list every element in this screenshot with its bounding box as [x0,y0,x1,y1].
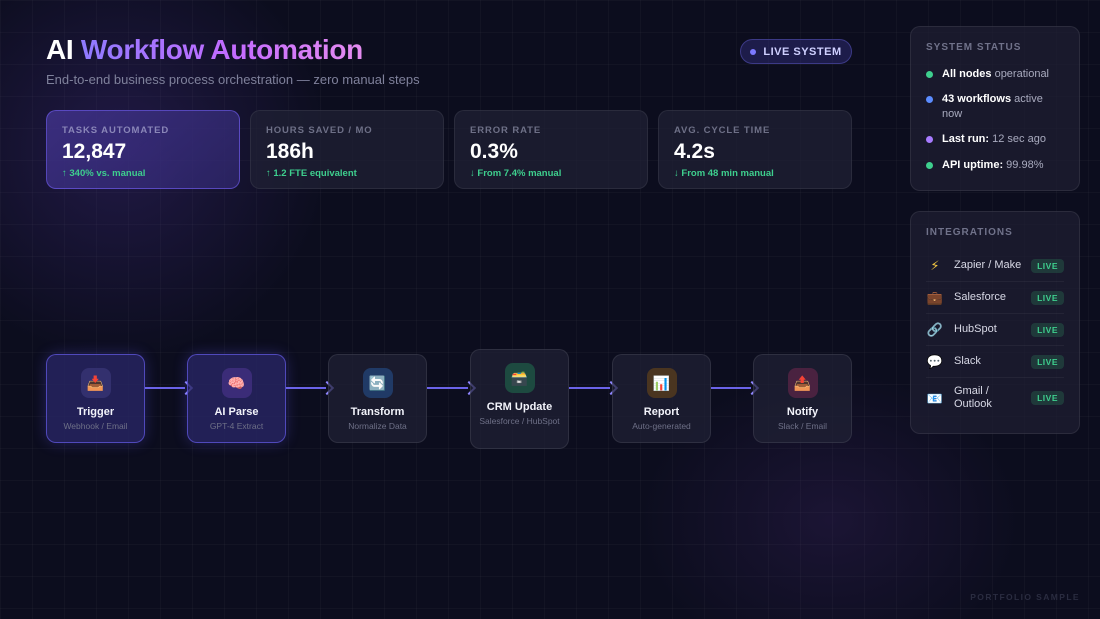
stat-value: 0.3% [470,140,518,163]
stat-value: 12,847 [62,140,127,163]
status-text: 99.98% [1003,159,1044,171]
workflow-arrow [286,380,335,396]
integration-item-zapier[interactable]: ⚡ Zapier / Make LIVE [926,250,1064,282]
stat-label: HOURS SAVED / MO [266,125,373,136]
workflow-arrow [427,380,477,396]
refresh-icon: 🔄 [362,368,393,398]
stat-delta: ↓ From 48 min manual [674,168,774,179]
integrations-panel: INTEGRATIONS ⚡ Zapier / Make LIVE 💼 Sale… [910,211,1080,434]
stat-delta: ↓ From 7.4% manual [470,168,562,179]
lightning-icon: ⚡ [930,258,940,273]
live-badge: LIVE [1031,391,1064,405]
live-badge: LIVE [1031,322,1064,337]
status-item-nodes: All nodes operational [926,67,1064,82]
live-dot-icon [750,48,757,55]
envelope-icon: 📧 [926,390,944,406]
integration-name: Slack [954,355,981,367]
workflow-node-crm-update[interactable]: 🗃️ CRM Update Salesforce / HubSpot [470,349,569,449]
workflow-node-transform[interactable]: 🔄 Transform Normalize Data [328,354,427,443]
status-dot-icon [926,162,933,169]
status-text: active now [942,93,1043,120]
panel-title: SYSTEM STATUS [926,42,1022,53]
portfolio-sample-watermark: PORTFOLIO SAMPLE [970,592,1080,602]
stat-label: ERROR RATE [470,125,542,136]
status-text: operational [991,68,1050,80]
link-icon: 🔗 [926,322,944,337]
integration-item-hubspot[interactable]: 🔗 HubSpot LIVE [926,314,1064,346]
title-plain: AI [46,34,74,65]
status-dot-icon [926,136,933,143]
stat-card-hours-saved: HOURS SAVED / MO 186h ↑ 1.2 FTE equivale… [250,110,444,189]
workflow-node-sub: Normalize Data [348,421,407,431]
stat-delta: ↑ 340% vs. manual [62,168,146,179]
workflow-node-name: Transform [350,406,405,418]
stat-delta: ↑ 1.2 FTE equivalent [266,168,357,179]
live-badge: LIVE [1031,290,1064,305]
workflow-node-sub: Webhook / Email [63,421,128,431]
status-text: 12 sec ago [989,133,1046,145]
integration-name: HubSpot [954,323,997,335]
workflow-node-sub: GPT-4 Extract [209,421,264,431]
live-system-label: LIVE SYSTEM [763,45,842,58]
status-bold: All nodes [942,68,992,80]
outbox-icon: 📤 [787,368,818,398]
integration-name: Zapier / Make [954,259,1022,271]
workflow-node-sub: Auto-generated [632,421,691,431]
stat-value: 186h [266,140,314,163]
speech-bubble-icon: 💬 [926,354,944,369]
status-bold: 43 workflows [942,93,1012,105]
workflow-arrow [711,380,760,396]
title-accent: Workflow Automation [80,34,363,65]
status-item-workflows: 43 workflows active now [926,92,1064,122]
status-dot-icon [926,96,933,103]
workflow-node-sub: Salesforce / HubSpot [479,416,560,426]
integration-item-slack[interactable]: 💬 Slack LIVE [926,346,1064,378]
bar-chart-icon: 📊 [646,368,677,398]
stat-label: AVG. CYCLE TIME [674,125,771,136]
stat-card-error-rate: ERROR RATE 0.3% ↓ From 7.4% manual [454,110,648,189]
workflow-node-notify[interactable]: 📤 Notify Slack / Email [753,354,852,443]
inbox-icon: 📥 [80,368,111,398]
status-bold: API uptime: [942,159,1004,171]
live-badge: LIVE [1031,258,1064,273]
system-status-panel: SYSTEM STATUS All nodes operational 43 w… [910,26,1080,191]
workflow-node-name: Notify [786,406,819,418]
stat-card-tasks-automated: TASKS AUTOMATED 12,847 ↑ 340% vs. manual [46,110,240,189]
page-title: AI Workflow Automation [46,34,363,66]
briefcase-icon: 💼 [926,290,944,305]
live-badge: LIVE [1031,354,1064,369]
workflow-node-name: Report [643,406,680,418]
live-system-badge: LIVE SYSTEM [740,39,852,64]
workflow-node-name: AI Parse [214,406,259,418]
stat-label: TASKS AUTOMATED [62,125,170,136]
card-file-box-icon: 🗃️ [504,363,535,393]
workflow-node-name: Trigger [76,406,115,418]
stat-value: 4.2s [674,140,715,163]
stat-card-avg-cycle-time: AVG. CYCLE TIME 4.2s ↓ From 48 min manua… [658,110,852,189]
status-item-api-uptime: API uptime: 99.98% [926,158,1064,173]
workflow-node-name: CRM Update [486,401,553,413]
workflow-node-ai-parse[interactable]: 🧠 AI Parse GPT-4 Extract [187,354,286,443]
integration-name: Salesforce [954,291,1006,303]
integration-name: Gmail / Outlook [954,385,992,410]
workflow-arrow [145,380,194,396]
status-item-last-run: Last run: 12 sec ago [926,132,1064,147]
brain-icon: 🧠 [221,368,252,398]
workflow-node-report[interactable]: 📊 Report Auto-generated [612,354,711,443]
panel-title: INTEGRATIONS [926,227,1013,238]
integration-item-salesforce[interactable]: 💼 Salesforce LIVE [926,282,1064,314]
status-dot-icon [926,71,933,78]
workflow-node-trigger[interactable]: 📥 Trigger Webhook / Email [46,354,145,443]
status-bold: Last run: [942,133,990,145]
page-subtitle: End-to-end business process orchestratio… [46,72,420,87]
workflow-node-sub: Slack / Email [777,421,828,431]
integration-item-gmail-outlook[interactable]: 📧 Gmail / Outlook LIVE [926,378,1064,418]
workflow-arrow [569,380,619,396]
